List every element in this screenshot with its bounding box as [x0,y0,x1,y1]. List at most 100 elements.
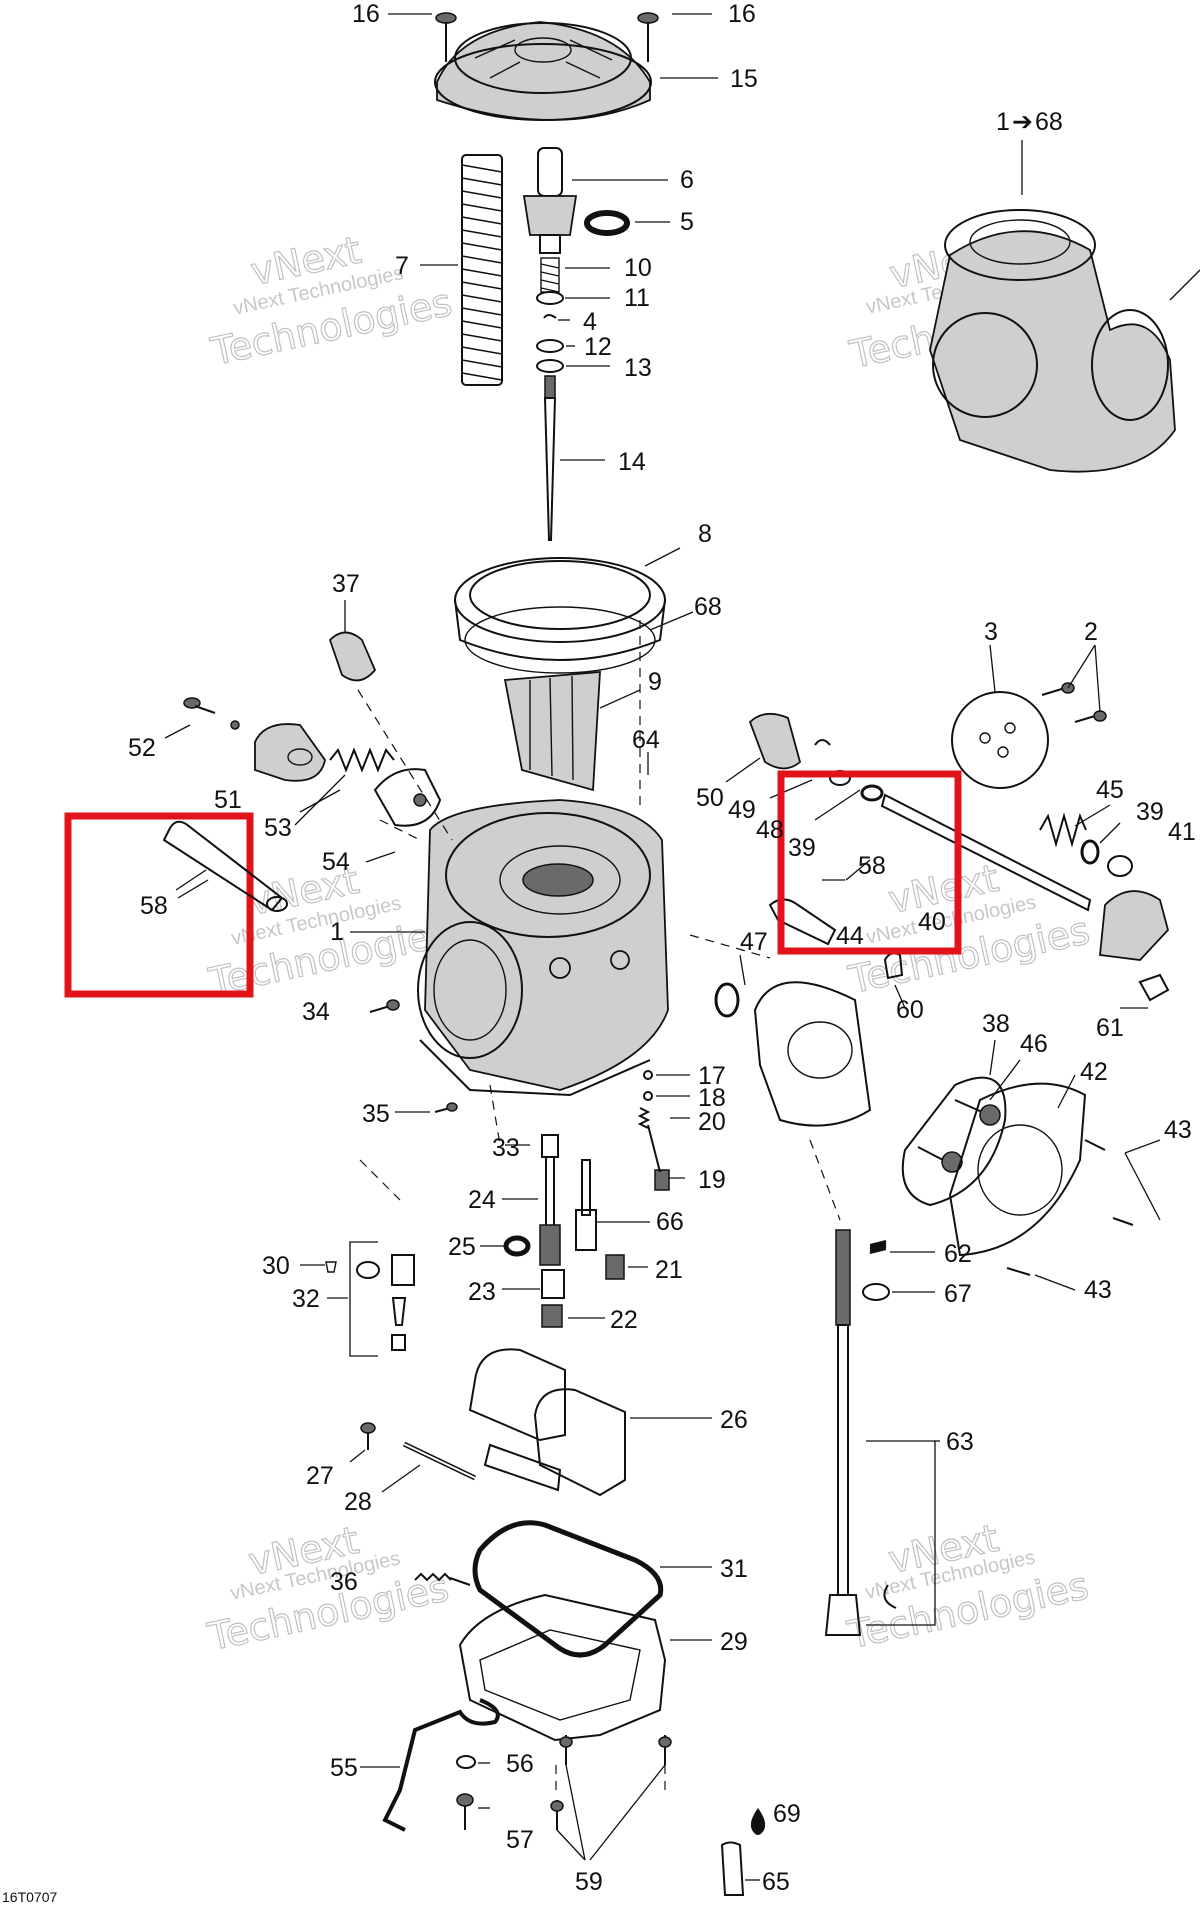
svg-text:➔: ➔ [1012,108,1033,136]
callout-5: 5 [680,208,694,236]
callout-4: 4 [583,308,597,336]
bracket-32 [349,1241,378,1357]
float-valve-32 [356,1254,415,1351]
callout-23: 23 [468,1278,496,1306]
drawing-code: 16T0707 [2,1889,57,1905]
callout-48: 48 [756,816,784,844]
choke-plunger-63 [824,1229,862,1636]
plate-54 [373,768,442,827]
callout-8: 8 [698,520,712,548]
callout-21: 21 [655,1256,683,1284]
callout-43-upper: 43 [1164,1116,1192,1144]
bracket-63 [866,1440,936,1626]
float-26 [468,1348,626,1497]
callout-62: 62 [944,1240,972,1268]
highlight-box-left [64,812,254,998]
callout-27: 27 [306,1462,334,1490]
washer-67 [862,1283,890,1301]
washer-12 [536,339,564,353]
washer-13 [536,359,564,373]
watermark-bottom-right: vNext vNext Technologies Technologies [843,1515,1093,1658]
callout-29: 29 [720,1628,748,1656]
spring-62 [869,1240,887,1254]
watermark-bottom-left: vNext vNext Technologies Technologies [203,1517,453,1660]
svg-text:68: 68 [1035,108,1063,136]
callout-14: 14 [618,448,646,476]
wire-55 [382,1698,500,1832]
callout-47: 47 [740,928,768,956]
shaft-58-right [880,793,1092,912]
callout-64: 64 [632,726,660,754]
callout-66: 66 [656,1208,684,1236]
callout-33: 33 [492,1134,520,1162]
cap-3 [951,691,1049,789]
plate-43 [948,1082,1087,1257]
callout-58-left: 58 [140,892,168,920]
screws-2 [1041,682,1107,723]
clip-63 [883,1584,897,1609]
bushing-50 [748,712,802,770]
callout-31: 31 [720,1555,748,1583]
screw-34 [369,999,400,1013]
callout-9: 9 [648,668,662,696]
screw-16-left [435,12,457,62]
callout-11: 11 [624,284,650,312]
callout-20: 20 [698,1108,726,1136]
o-ring-5 [584,210,630,236]
rings-49-48 [814,739,851,786]
callout-65: 65 [762,1868,790,1896]
callout-7: 7 [395,252,409,280]
washer-41 [1107,855,1133,877]
highlight-box-right [777,770,962,955]
callout-41: 41 [1168,818,1196,846]
leader-lines [164,13,1161,1881]
callout-2: 2 [1084,618,1098,646]
callout-18: 18 [698,1084,726,1112]
o-ring-25 [503,1235,531,1257]
callout-46: 46 [1020,1030,1048,1058]
svg-text:1: 1 [996,108,1010,136]
callout-60: 60 [896,996,924,1024]
drop-icon [750,1808,766,1835]
shaft-58-left [162,820,288,912]
callout-24: 24 [468,1186,496,1214]
callout-59: 59 [575,1868,603,1896]
screw-35 [434,1102,458,1113]
side-cover-42 [753,981,872,1127]
gasket-46 [901,1076,1007,1207]
callout-19: 19 [698,1166,726,1194]
callout-58-right: 58 [858,852,886,880]
callout-44: 44 [836,922,864,950]
callout-68: 68 [694,593,722,621]
callout-51: 51 [214,786,242,814]
callout-54: 54 [322,848,350,876]
callout-25: 25 [448,1233,476,1261]
callout-63: 63 [946,1428,974,1456]
callout-55: 55 [330,1754,358,1782]
washer-56 [456,1755,476,1769]
tube-65 [720,1841,745,1896]
shaft-58-lower [768,898,837,946]
callout-40: 40 [918,908,946,936]
callout-56: 56 [506,1750,534,1778]
callout-34: 34 [302,998,330,1026]
callout-16-left: 16 [352,0,380,28]
callout-38: 38 [982,1010,1010,1038]
carburetor-top-cap [434,21,652,121]
callout-57: 57 [506,1826,534,1854]
assembly-range-label: 1 ➔ 68 [996,108,1063,136]
callout-15: 15 [730,65,758,93]
callout-52: 52 [128,734,156,762]
callout-32: 32 [292,1285,320,1313]
parts-17-18-20-19 [637,1070,670,1191]
throttle-lever-40 [1099,890,1169,961]
spring-45 [1039,812,1087,848]
callout-43-lower: 43 [1084,1276,1112,1304]
callout-67: 67 [944,1280,972,1308]
jet-21 [605,1254,625,1280]
callout-36: 36 [330,1568,358,1596]
pilot-screw-66 [575,1159,597,1251]
carburetor-body [417,799,669,1097]
callout-39-upper: 39 [788,834,816,862]
